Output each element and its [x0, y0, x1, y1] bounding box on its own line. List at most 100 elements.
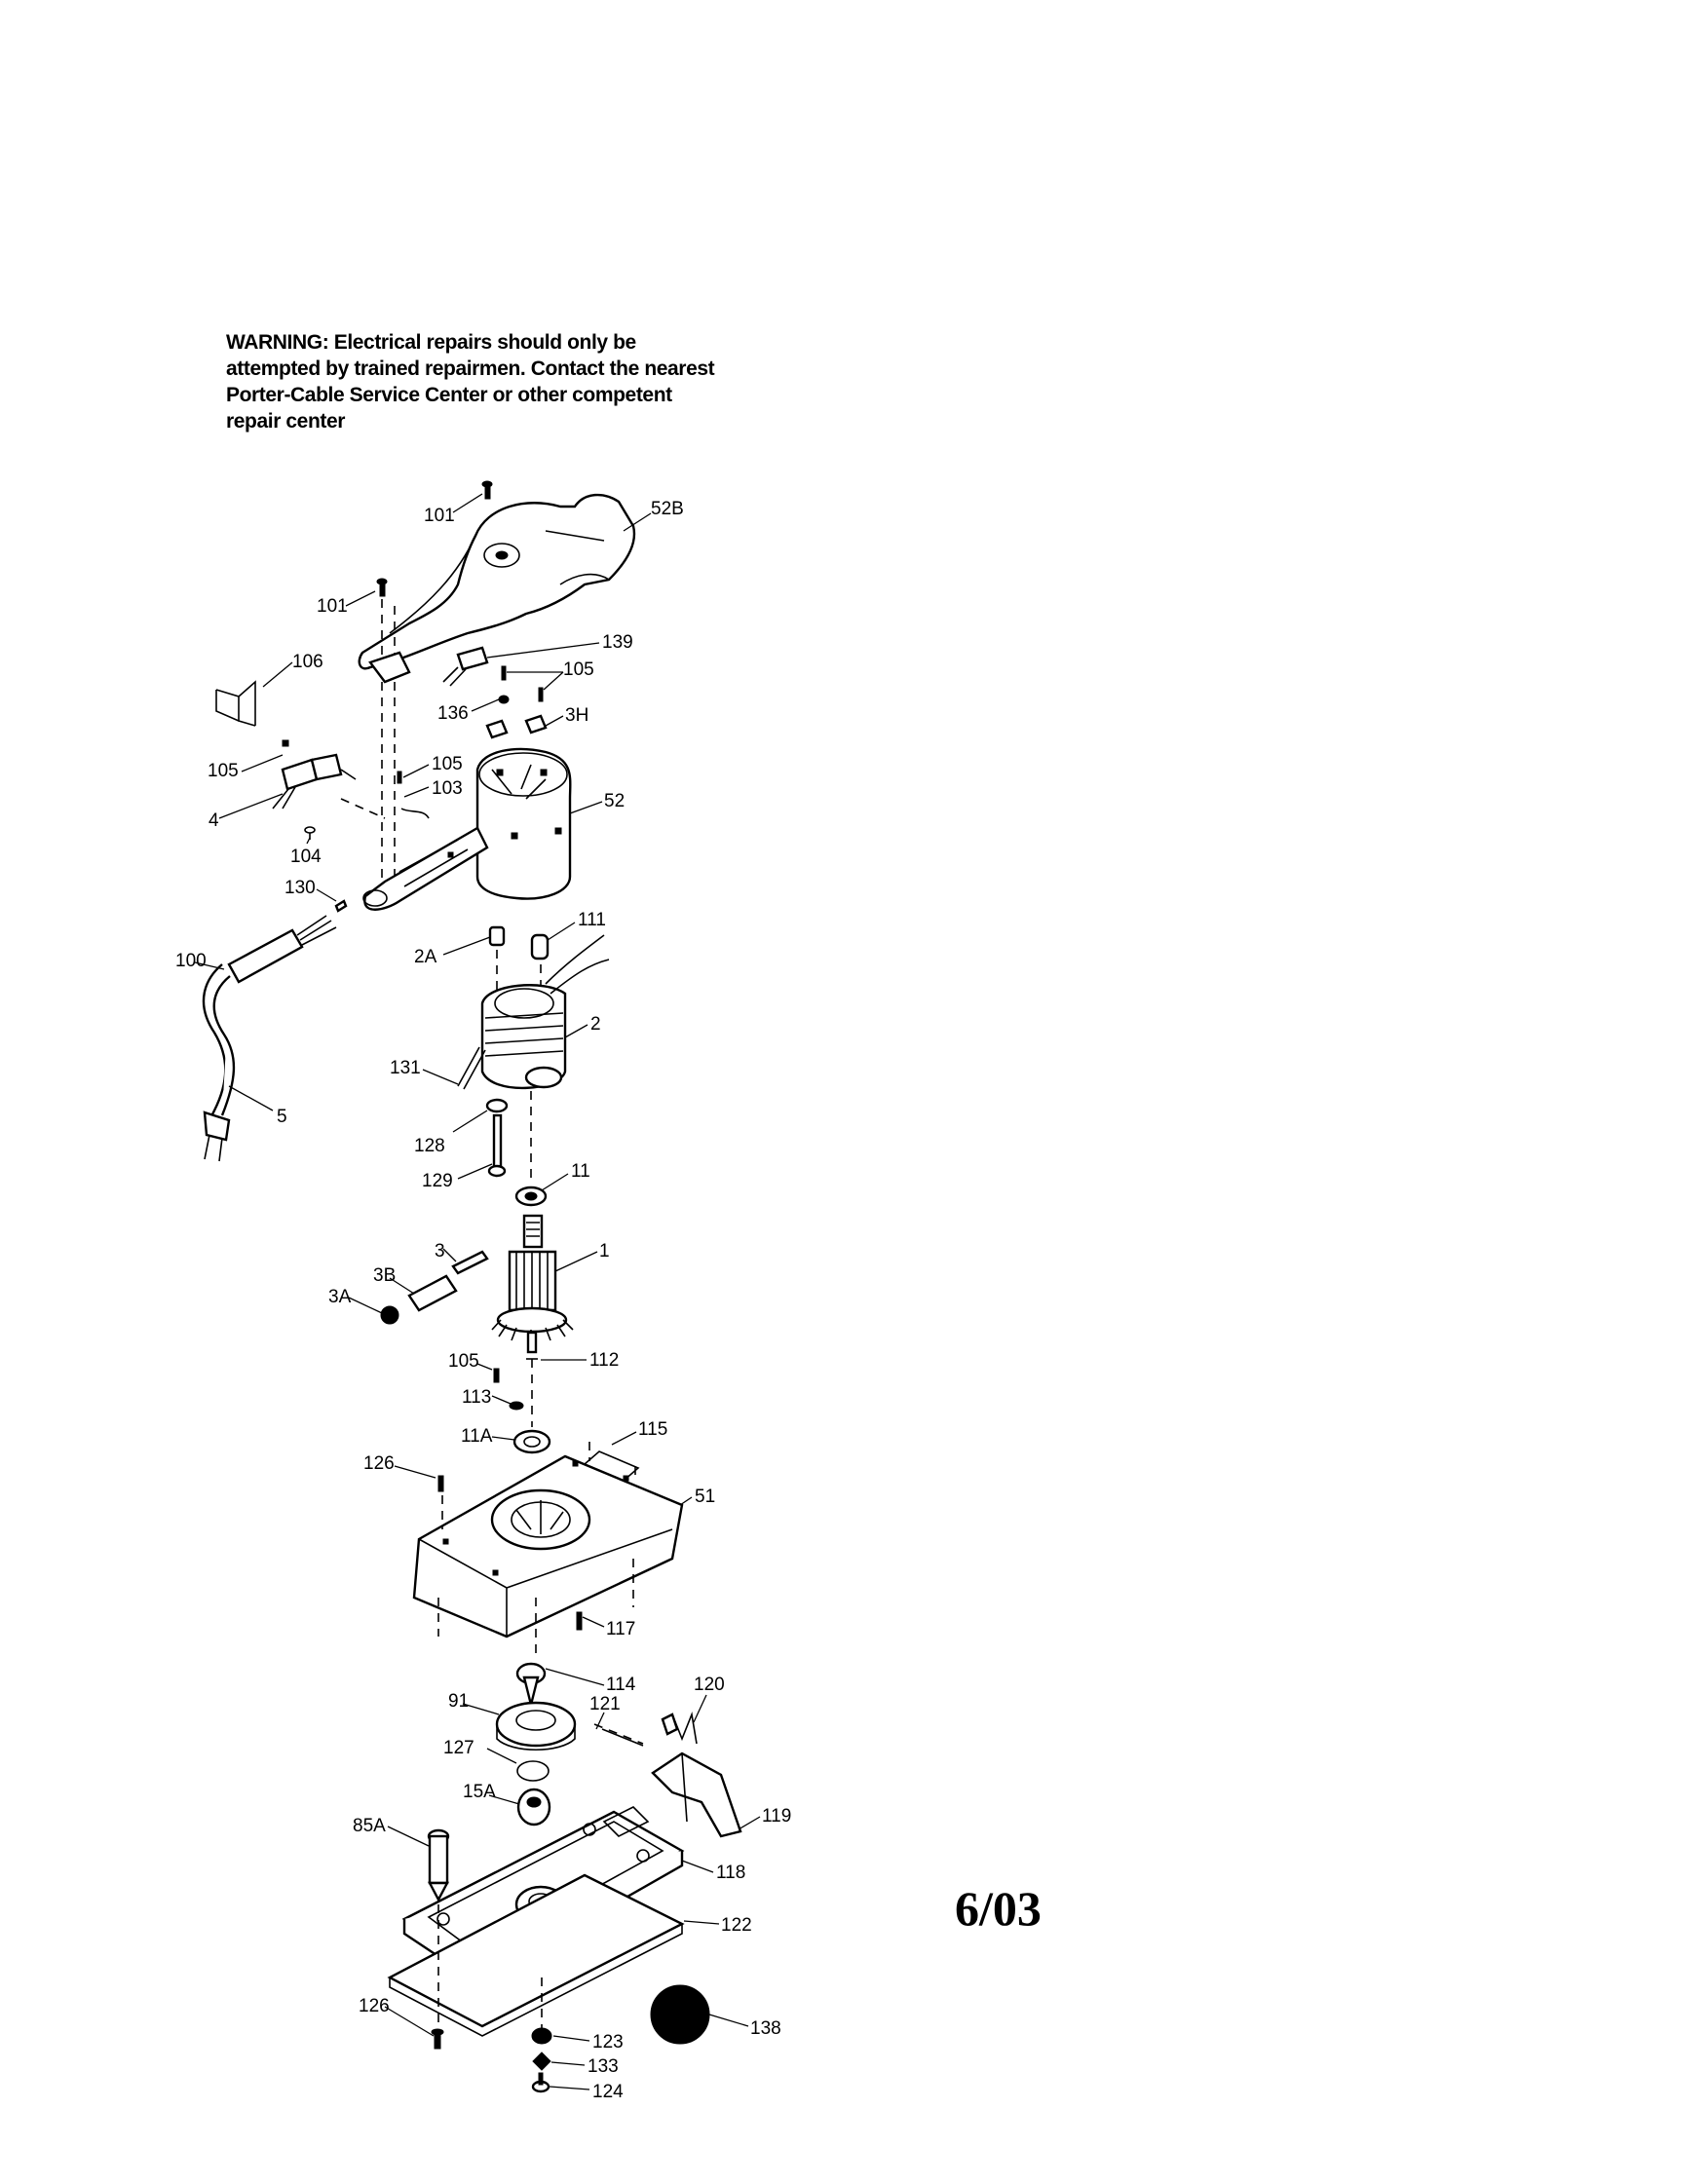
callout-126-upper: 126 [363, 1453, 395, 1474]
callout-labels: 101 52B 101 139 106 105 105 136 3H 105 1… [175, 499, 791, 2102]
screw-126-upper [437, 1475, 444, 1492]
o-ring-127 [516, 1760, 550, 1782]
callout-119: 119 [762, 1806, 791, 1826]
callout-104: 104 [290, 847, 322, 867]
callout-128: 128 [414, 1136, 445, 1156]
callout-51: 51 [695, 1487, 715, 1507]
callout-2a: 2A [414, 947, 437, 967]
nut-123 [531, 2027, 552, 2045]
callout-130: 130 [284, 878, 316, 898]
callout-52: 52 [604, 791, 625, 811]
callout-131: 131 [390, 1058, 421, 1078]
callout-111: 111 [578, 910, 606, 930]
callout-117: 117 [606, 1619, 635, 1639]
warning-text: WARNING: Electrical repairs should only … [226, 329, 791, 434]
screw-117 [576, 1611, 583, 1631]
callout-91: 91 [448, 1691, 469, 1712]
brush-holder-3b [407, 1274, 458, 1312]
bracket-106 [215, 680, 256, 727]
housing-51 [412, 1450, 684, 1638]
callout-1: 1 [599, 1241, 610, 1261]
callout-139: 139 [602, 632, 633, 653]
wire-131 [457, 1046, 486, 1090]
callout-122: 122 [721, 1915, 752, 1936]
callout-101-left: 101 [317, 596, 348, 617]
callout-121: 121 [589, 1694, 621, 1714]
callout-11a: 11A [461, 1426, 493, 1447]
callout-5: 5 [277, 1107, 287, 1127]
nut-2a [488, 925, 506, 947]
brush-3 [451, 1250, 489, 1275]
callout-133: 133 [588, 2056, 619, 2077]
callout-3a: 3A [328, 1287, 352, 1307]
callout-3h: 3H [565, 705, 588, 726]
spring-120 [661, 1712, 698, 1745]
washer-128 [485, 1098, 509, 1113]
switch-139 [442, 646, 489, 687]
callout-105-lower: 105 [448, 1351, 479, 1372]
callout-105-left: 105 [208, 761, 239, 781]
callout-126-lower: 126 [359, 1996, 390, 2016]
spindle-114 [515, 1662, 547, 1706]
bearing-15a [516, 1788, 551, 1826]
callout-136: 136 [437, 703, 469, 724]
callout-52b: 52B [651, 499, 684, 519]
callout-15a: 15A [463, 1782, 496, 1802]
callout-120: 120 [694, 1675, 725, 1695]
screw-129 [487, 1113, 507, 1178]
bushing-111 [530, 933, 550, 960]
screw-126-lower [431, 2028, 444, 2050]
bearing-11a [512, 1429, 551, 1454]
screw-101-left [376, 578, 388, 597]
callout-112: 112 [589, 1350, 619, 1371]
pin-121 [593, 1723, 644, 1747]
pad-138 [650, 1984, 710, 2045]
screw-105-lower [493, 1368, 500, 1383]
callout-124: 124 [592, 2082, 624, 2102]
leader-lines [194, 493, 761, 2090]
pad-122 [387, 1873, 685, 2037]
revision-date: 6/03 [955, 1881, 1042, 1936]
callout-114: 114 [606, 1675, 636, 1695]
callout-85a: 85A [353, 1816, 386, 1836]
armature-1 [491, 1214, 574, 1354]
counterweight-91 [495, 1701, 577, 1751]
warning-line-4: repair center [226, 410, 346, 433]
callout-115: 115 [638, 1419, 667, 1440]
clamp-119 [651, 1751, 742, 1838]
callout-103: 103 [432, 778, 463, 799]
callout-4: 4 [209, 810, 219, 831]
callout-105-switch: 105 [563, 659, 594, 680]
callout-101-top: 101 [424, 506, 455, 526]
screw-105-103 [397, 771, 430, 819]
warning-line-1: WARNING: Electrical repairs should only … [226, 331, 636, 354]
warning-line-2: attempted by trained repairmen. Contact … [226, 358, 715, 380]
callout-3: 3 [435, 1241, 445, 1261]
callout-3b: 3B [373, 1265, 396, 1286]
pin-85a [427, 1828, 450, 1902]
screws-105-pair [498, 665, 544, 704]
handle-52b [358, 493, 636, 670]
callout-138: 138 [750, 2018, 781, 2039]
screw-124 [531, 2072, 550, 2093]
callout-123: 123 [592, 2032, 624, 2052]
callout-2: 2 [590, 1014, 601, 1035]
callout-105-mid: 105 [432, 754, 463, 774]
motor-housing-52 [362, 747, 572, 911]
callout-11: 11 [571, 1161, 590, 1182]
callout-129: 129 [422, 1171, 453, 1191]
field-coil-2 [480, 934, 610, 1090]
connector-130 [334, 899, 348, 913]
washer-113 [509, 1401, 524, 1411]
callout-100: 100 [175, 951, 207, 971]
cord-set-100 [202, 915, 337, 1162]
brush-holders-3h [485, 714, 548, 739]
washer-133 [532, 2052, 551, 2071]
bearing-11 [514, 1186, 548, 1207]
brush-cap-3a [380, 1305, 399, 1325]
callout-106: 106 [292, 652, 323, 672]
callout-118: 118 [716, 1863, 745, 1883]
callout-113: 113 [462, 1387, 491, 1408]
screw-101-top [481, 480, 493, 500]
